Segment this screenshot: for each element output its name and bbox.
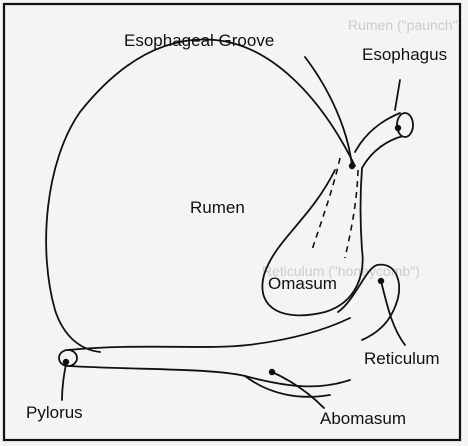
esophagus-opening [397,113,413,137]
abomasum-lower-wall [68,366,350,386]
esophagus-lower-wall [362,136,403,168]
leader-esophageal-groove [305,57,352,166]
dot-reticulum [378,278,384,284]
dot-abomasum [269,369,275,375]
leader-abomasum [272,372,324,408]
bleed-through-text-1: Rumen ("paunch") [348,17,462,33]
dot-pylorus [63,359,69,365]
label-esophagus: Esophagus [362,45,447,64]
esophageal-groove-dashed-right [345,170,358,258]
label-abomasum: Abomasum [320,409,406,428]
label-pylorus: Pylorus [26,403,83,422]
label-esophageal-groove: Esophageal Groove [124,31,274,50]
esophageal-groove-dashed-left [312,158,340,250]
label-reticulum: Reticulum [364,349,440,368]
label-omasum: Omasum [268,274,337,293]
label-rumen: Rumen [190,198,245,217]
dot-esophageal-groove [349,163,355,169]
dot-esophagus [395,125,401,131]
rumen-outline [46,39,355,352]
omasum-outline [262,168,362,315]
abomasum-upper-wall [68,318,350,350]
esophagus-upper-wall [355,113,400,152]
page-frame [4,4,460,440]
leader-esophagus [395,80,400,110]
leader-pylorus [62,364,66,400]
